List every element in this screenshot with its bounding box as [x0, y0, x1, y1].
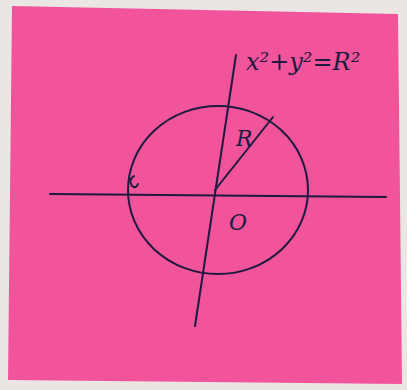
- origin-label: O: [229, 212, 247, 234]
- circle: [128, 106, 308, 274]
- x-axis: [50, 194, 386, 197]
- equation-label: x²+y²=R²: [246, 50, 360, 74]
- sticky-note: [8, 6, 402, 384]
- radius-label: R: [236, 128, 253, 150]
- radius-line: [215, 117, 273, 190]
- pen-mark: [130, 176, 138, 187]
